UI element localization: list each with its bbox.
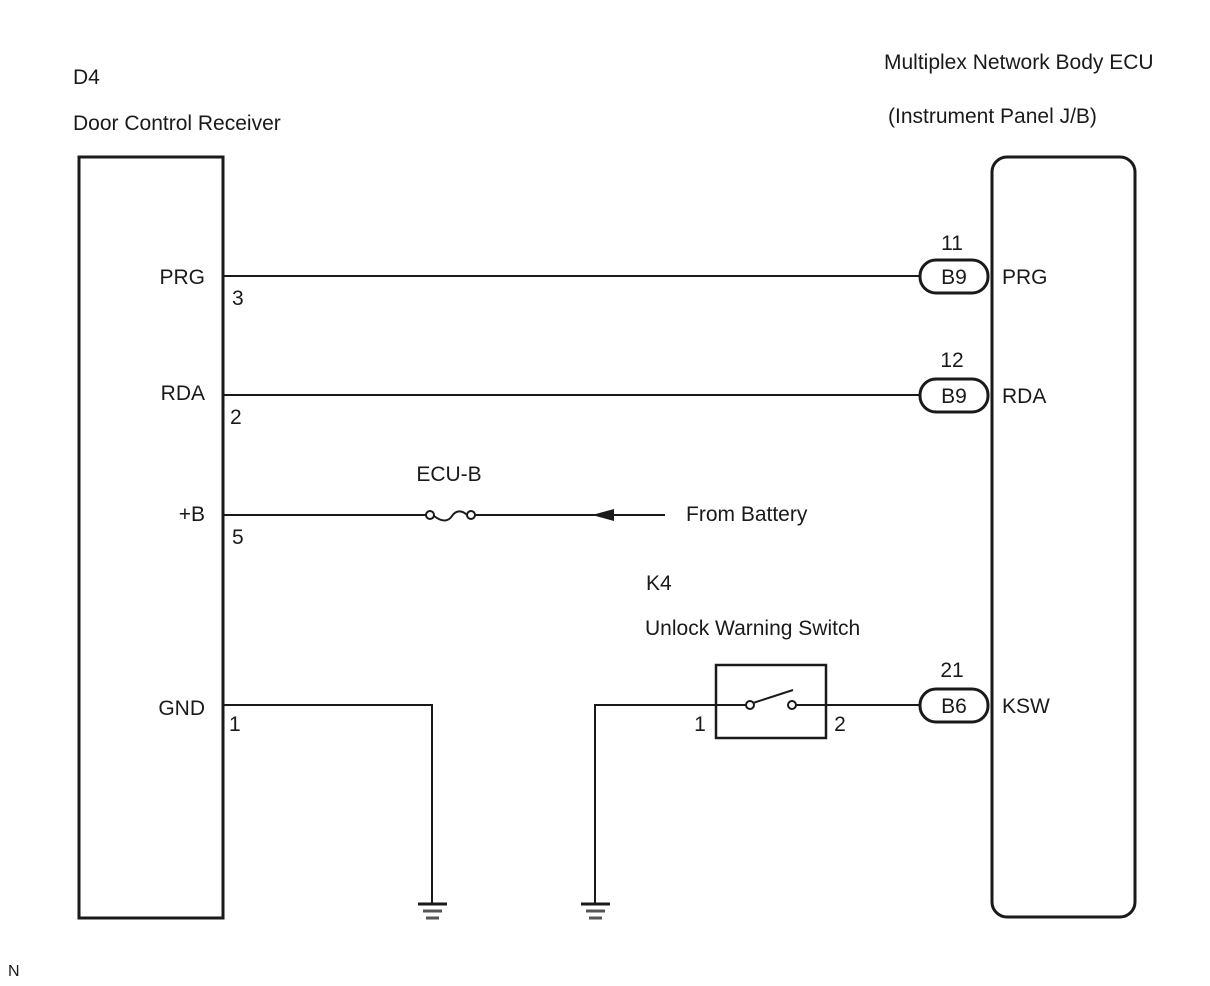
receiver-pin-number-prg: 3 [232, 287, 244, 310]
arrow-icon [592, 509, 614, 521]
connector-b9-rda-label: B9 [941, 385, 967, 408]
connector-b9-prg [918, 258, 990, 295]
receiver-pin-label-gnd: GND [158, 697, 205, 720]
receiver-pin-label-b: +B [179, 503, 205, 526]
receiver-pin-label-prg: PRG [159, 266, 205, 289]
receiver-name: Door Control Receiver [73, 112, 281, 135]
ecu-pin-label-ksw: KSW [1002, 695, 1050, 718]
body-ecu-subtitle: (Instrument Panel J/B) [888, 105, 1097, 128]
ecu-pin-label-prg: PRG [1002, 266, 1048, 289]
body-ecu-name: Multiplex Network Body ECU [884, 51, 1154, 74]
receiver-pin-number-b: 5 [232, 526, 244, 549]
receiver-pin-number-gnd: 1 [229, 713, 241, 736]
connector-b6-ksw-label: B6 [941, 695, 967, 718]
connector-b9-rda [918, 377, 990, 414]
ecu-pin-number-rda: 12 [940, 349, 963, 372]
ground-icon [418, 902, 447, 920]
door-control-receiver-box [77, 155, 225, 920]
unlock-warning-switch-box [714, 663, 828, 740]
switch-name: Unlock Warning Switch [645, 617, 860, 640]
ecu-pin-label-rda: RDA [1002, 385, 1046, 408]
footer-mark: N [8, 963, 20, 980]
switch-pin-right: 2 [834, 713, 846, 736]
receiver-code: D4 [73, 66, 100, 89]
wire-gnd-receiver [223, 704, 433, 904]
switch-icon [716, 689, 826, 710]
receiver-pin-label-rda: RDA [161, 382, 205, 405]
switch-pin-left: 1 [694, 713, 706, 736]
switch-code: K4 [646, 572, 672, 595]
ecu-pin-number-ksw: 21 [940, 659, 963, 682]
ecu-pin-number-prg: 11 [941, 232, 963, 255]
connector-b9-prg-label: B9 [941, 266, 967, 289]
fuse-label: ECU-B [416, 463, 481, 486]
body-ecu-box [990, 155, 1137, 919]
ground-icon [581, 902, 610, 920]
fuse-icon [425, 510, 476, 522]
wire-gnd-switch [594, 704, 716, 904]
connector-b6-ksw [918, 687, 990, 724]
receiver-pin-number-rda: 2 [230, 406, 242, 429]
from-battery-label: From Battery [686, 503, 808, 526]
